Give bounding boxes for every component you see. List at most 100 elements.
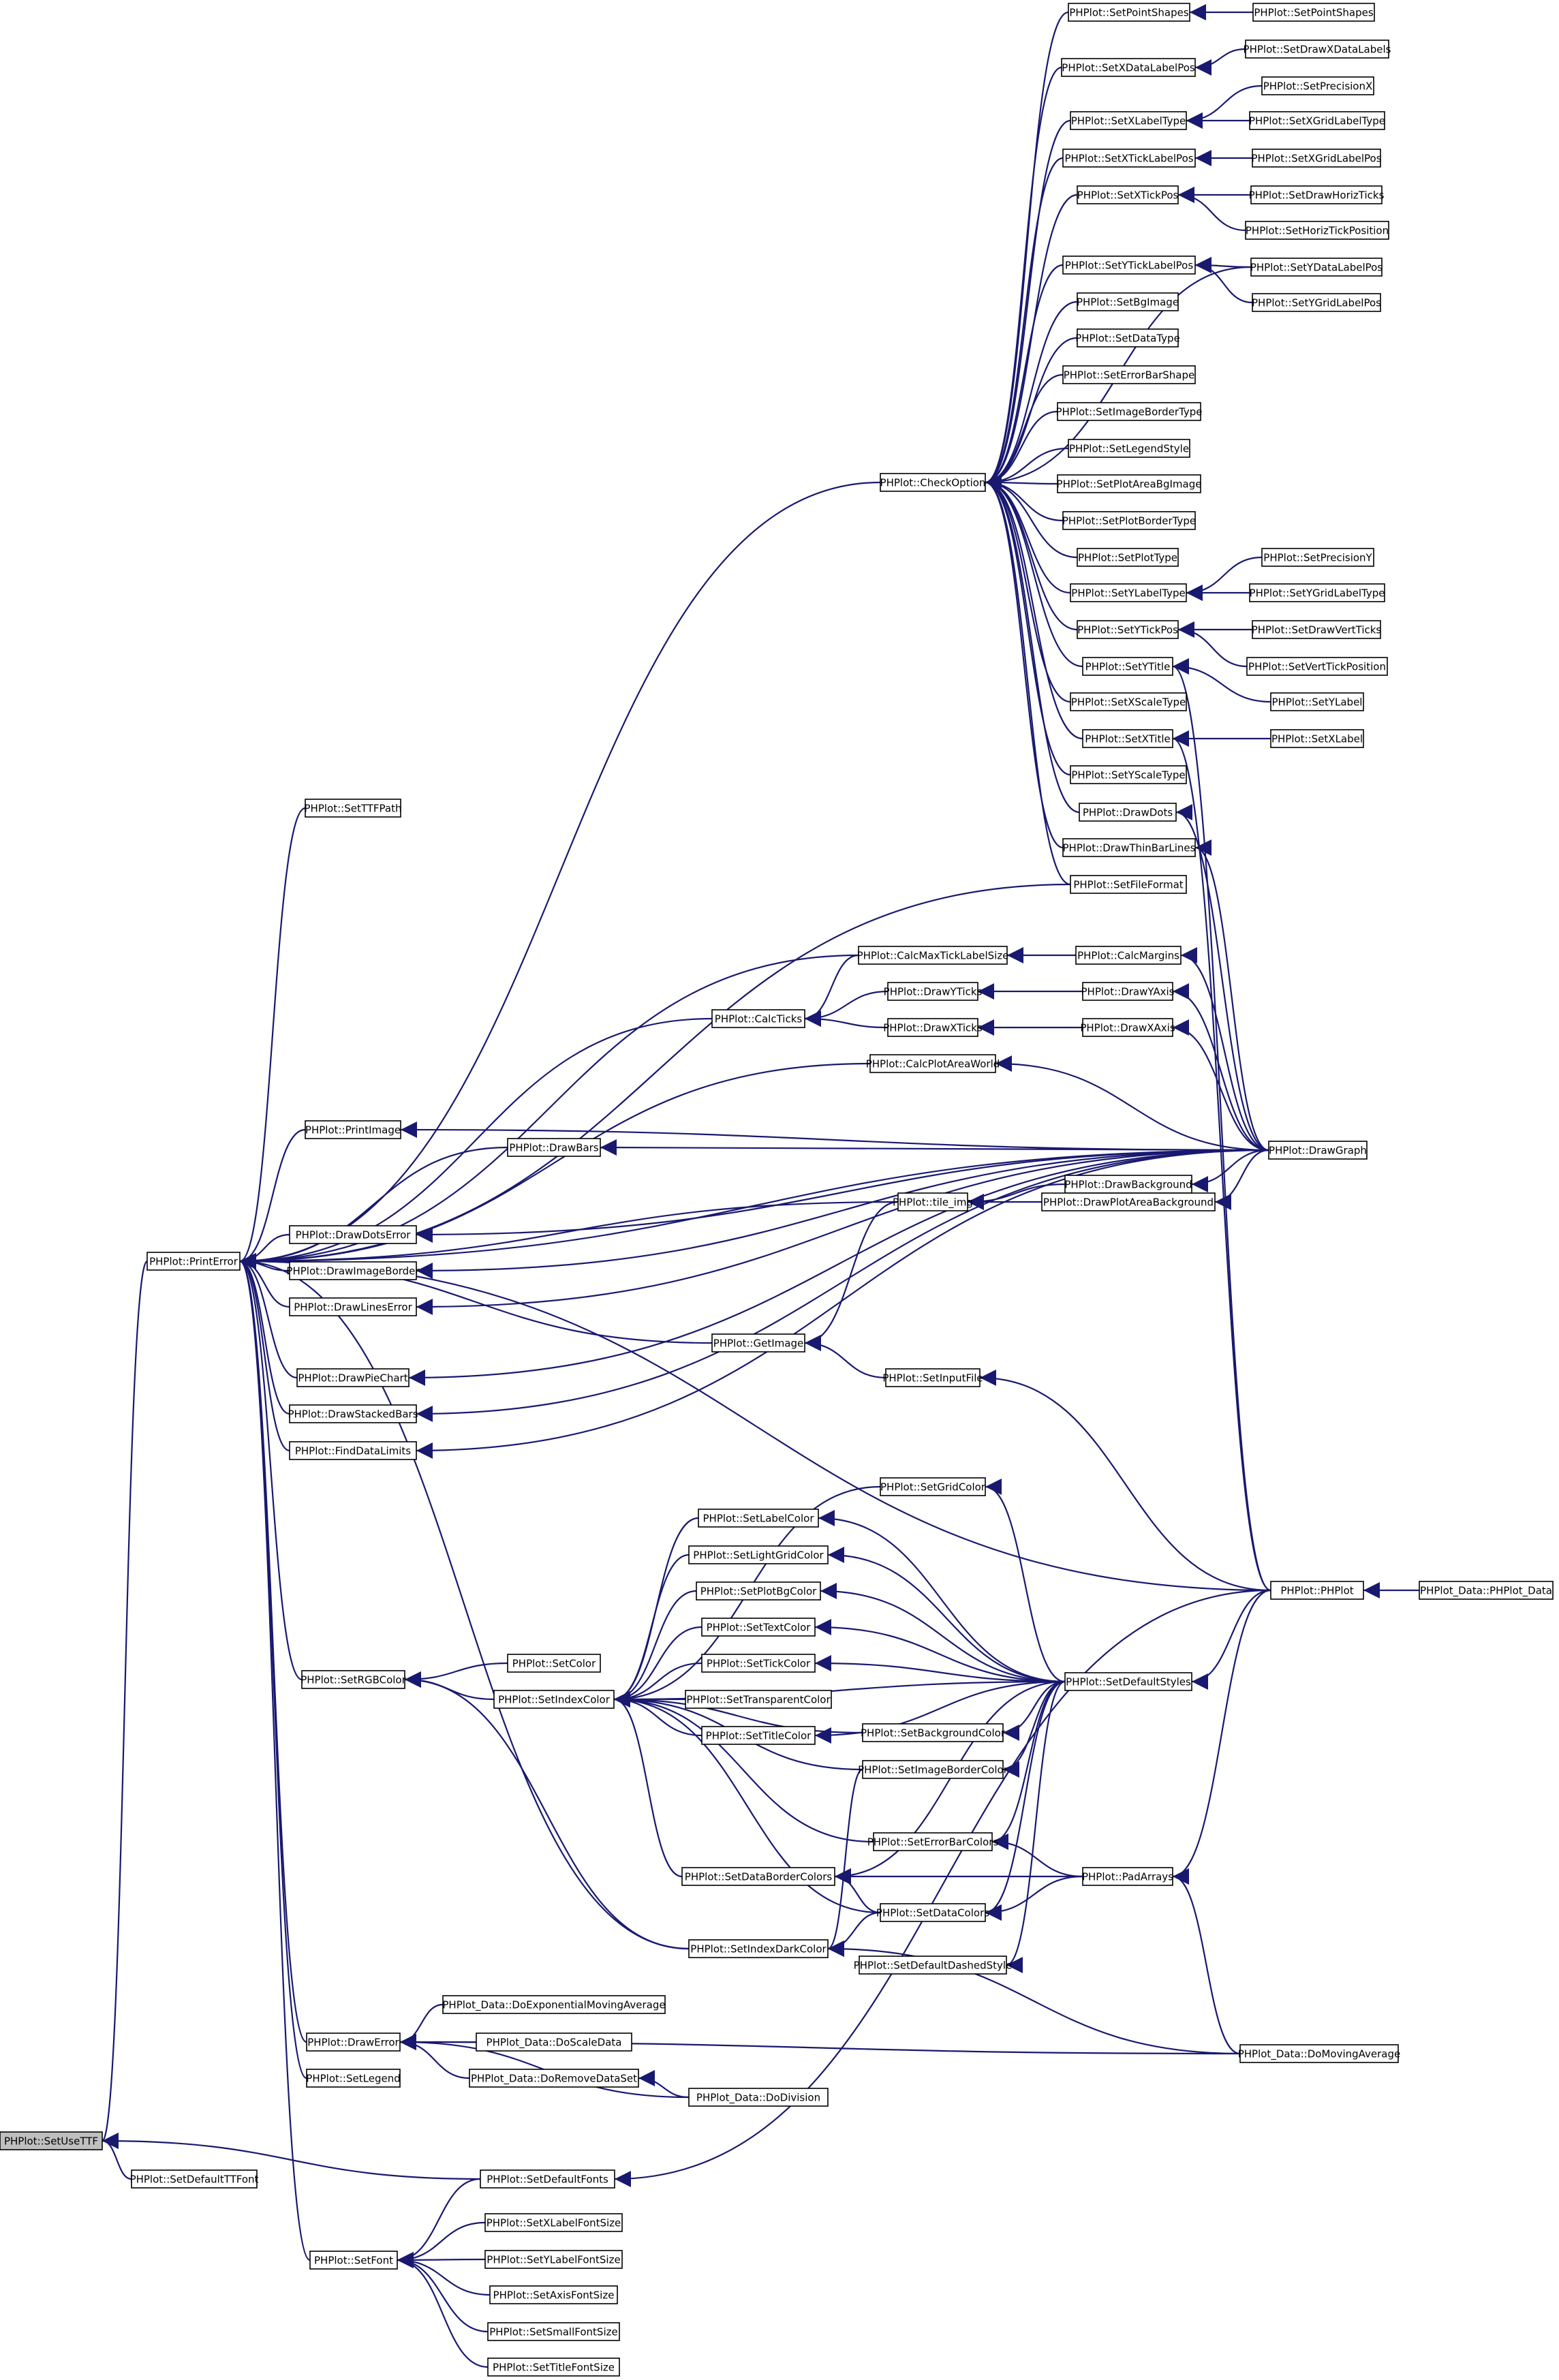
node-printerror[interactable]: PHPlot::PrintError [146, 1252, 241, 1271]
node-setinputfile[interactable]: PHPlot::SetInputFile [882, 1368, 983, 1387]
node-setttfpath[interactable]: PHPlot::SetTTFPath [305, 799, 402, 818]
node-doexponentialmovingaverage[interactable]: PHPlot_Data::DoExponentialMovingAverage [442, 1995, 666, 2014]
node-calcplotareaworld[interactable]: PHPlot::CalcPlotAreaWorld [866, 1054, 1000, 1073]
node-settickcolor[interactable]: PHPlot::SetTickColor [701, 1654, 816, 1673]
node-setverttickposition[interactable]: PHPlot::SetVertTickPosition [1246, 657, 1388, 676]
node-setdefaultdashedstyle[interactable]: PHPlot::SetDefaultDashedStyle [854, 1956, 1013, 1975]
node-setprecisiony[interactable]: PHPlot::SetPrecisionY [1261, 548, 1374, 567]
node-drawdotserror[interactable]: PHPlot::DrawDotsError [289, 1225, 417, 1244]
node-calcticks[interactable]: PHPlot::CalcTicks [711, 1009, 805, 1028]
node-setdefaultstyles[interactable]: PHPlot::SetDefaultStyles [1064, 1672, 1192, 1691]
node-setcolor[interactable]: PHPlot::SetColor [507, 1654, 601, 1673]
node-phplot-data[interactable]: PHPlot_Data::PHPlot_Data [1419, 1581, 1554, 1600]
node-seterrorbarshape[interactable]: PHPlot::SetErrorBarShape [1062, 365, 1196, 384]
node-setylabelfontsize[interactable]: PHPlot::SetYLabelFontSize [484, 2250, 623, 2269]
node-drawimageborder[interactable]: PHPlot::DrawImageBorder [286, 1261, 420, 1280]
node-drawthinbarlines[interactable]: PHPlot::DrawThinBarLines [1062, 838, 1196, 857]
node-setaxisfontsize[interactable]: PHPlot::SetAxisFontSize [489, 2285, 618, 2304]
node-setxlabelfontsize[interactable]: PHPlot::SetXLabelFontSize [484, 2213, 623, 2232]
node-setytitle[interactable]: PHPlot::SetYTitle [1082, 657, 1173, 676]
node-setpointshapes[interactable]: PHPlot::SetPointShapes [1068, 3, 1190, 22]
node-setdrawxdatalabels[interactable]: PHPlot::SetDrawXDataLabels [1244, 40, 1391, 59]
node-setygridlabelpos[interactable]: PHPlot::SetYGridLabelPos [1252, 293, 1381, 312]
node-setlegend[interactable]: PHPlot::SetLegend [306, 2069, 401, 2088]
node-setindexdarkcolor[interactable]: PHPlot::SetIndexDarkColor [688, 1939, 829, 1958]
node-setdatabordercolors[interactable]: PHPlot::SetDataBorderColors [681, 1867, 835, 1886]
node-domovingaverage[interactable]: PHPlot_Data::DoMovingAverage [1238, 2044, 1401, 2063]
node-setplottype[interactable]: PHPlot::SetPlotType [1077, 548, 1179, 567]
node-drawplotareabackground[interactable]: PHPlot::DrawPlotAreaBackground [1041, 1192, 1216, 1211]
node-setylabeltype[interactable]: PHPlot::SetYLabelType [1070, 583, 1187, 602]
node-drawerror[interactable]: PHPlot::DrawError [306, 2033, 401, 2052]
node-setxgridlabeltype[interactable]: PHPlot::SetXGridLabelType [1249, 111, 1385, 130]
node-printimage[interactable]: PHPlot::PrintImage [305, 1120, 401, 1139]
node-setdefaultttfont[interactable]: PHPlot::SetDefaultTTFont [130, 2169, 259, 2189]
node-setimagebordertype[interactable]: PHPlot::SetImageBorderType [1055, 402, 1203, 421]
node-getimage[interactable]: PHPlot::GetImage [711, 1333, 805, 1353]
node-settitlefontsize[interactable]: PHPlot::SetTitleFontSize [487, 2358, 620, 2377]
node-setxlabel[interactable]: PHPlot::SetXLabel [1270, 729, 1364, 748]
node-drawyaxis[interactable]: PHPlot::DrawYAxis [1081, 982, 1175, 1001]
node-drawdots[interactable]: PHPlot::DrawDots [1079, 803, 1177, 822]
node-setyticklabelpos[interactable]: PHPlot::SetYTickLabelPos [1062, 256, 1196, 275]
node-sethoriztickposition[interactable]: PHPlot::SetHorizTickPosition [1245, 221, 1389, 240]
node-drawgraph[interactable]: PHPlot::DrawGraph [1268, 1141, 1368, 1160]
node-drawbackground[interactable]: PHPlot::DrawBackground [1064, 1175, 1192, 1194]
node-drawbars[interactable]: PHPlot::DrawBars [507, 1138, 601, 1157]
node-drawstackedbars[interactable]: PHPlot::DrawStackedBars [288, 1404, 418, 1423]
node-setdatatype[interactable]: PHPlot::SetDataType [1075, 328, 1180, 347]
node-setlabelcolor[interactable]: PHPlot::SetLabelColor [698, 1509, 819, 1528]
node-setplotbgcolor[interactable]: PHPlot::SetPlotBgColor [696, 1581, 821, 1601]
node-setylabel[interactable]: PHPlot::SetYLabel [1270, 692, 1364, 711]
node-drawlineserror[interactable]: PHPlot::DrawLinesError [289, 1297, 417, 1316]
node-setdrawhorizticks[interactable]: PHPlot::SetDrawHorizTicks [1249, 185, 1385, 204]
node-setpointshapes2[interactable]: PHPlot::SetPointShapes [1252, 3, 1375, 22]
node-setusettf[interactable]: PHPlot::SetUseTTF [0, 2131, 103, 2150]
node-phplot[interactable]: PHPlot::PHPlot [1270, 1581, 1364, 1600]
node-setxlabeltype[interactable]: PHPlot::SetXLabelType [1070, 111, 1187, 130]
node-setimagebordercolor[interactable]: PHPlot::SetImageBorderColor [858, 1760, 1008, 1779]
node-setbackgroundcolor[interactable]: PHPlot::SetBackgroundColor [861, 1723, 1006, 1742]
node-setdefaultfonts[interactable]: PHPlot::SetDefaultFonts [480, 2169, 615, 2189]
node-settextcolor[interactable]: PHPlot::SetTextColor [701, 1618, 816, 1637]
node-setxgridlabelpos[interactable]: PHPlot::SetXGridLabelPos [1251, 149, 1382, 168]
node-setxdatalabelpos[interactable]: PHPlot::SetXDataLabelPos [1061, 58, 1196, 77]
node-setplotareabgimage[interactable]: PHPlot::SetPlotAreaBgImage [1057, 474, 1202, 493]
node-setygridlabeltype[interactable]: PHPlot::SetYGridLabelType [1249, 583, 1385, 602]
node-setfileformat[interactable]: PHPlot::SetFileFormat [1070, 875, 1187, 894]
node-calcmaxticklabelsize[interactable]: PHPlot::CalcMaxTickLabelSize [857, 946, 1009, 965]
node-setplotbordertype[interactable]: PHPlot::SetPlotBorderType [1062, 511, 1196, 530]
node-padarrays[interactable]: PHPlot::PadArrays [1082, 1867, 1173, 1886]
node-setdatacolors[interactable]: PHPlot::SetDataColors [876, 1903, 989, 1922]
node-setxtitle[interactable]: PHPlot::SetXTitle [1082, 729, 1173, 748]
node-setsmallfontsize[interactable]: PHPlot::SetSmallFontSize [487, 2322, 620, 2341]
node-doscaledata[interactable]: PHPlot_Data::DoScaleData [476, 2033, 632, 2052]
node-setxscaletype[interactable]: PHPlot::SetXScaleType [1070, 692, 1187, 711]
node-drawxaxis[interactable]: PHPlot::DrawXAxis [1080, 1018, 1175, 1037]
node-drawyticks[interactable]: PHPlot::DrawYTicks [884, 982, 983, 1001]
node-drawpiechart[interactable]: PHPlot::DrawPieChart [296, 1368, 410, 1387]
node-seterrorbarcolors[interactable]: PHPlot::SetErrorBarColors [867, 1832, 999, 1851]
node-setdrawvertticks[interactable]: PHPlot::SetDrawVertTicks [1252, 620, 1382, 639]
node-setgridcolor[interactable]: PHPlot::SetGridColor [880, 1477, 986, 1496]
node-setydatalabelpos[interactable]: PHPlot::SetYDataLabelPos [1250, 258, 1383, 277]
node-setindexcolor[interactable]: PHPlot::SetIndexColor [493, 1690, 615, 1709]
node-setlegendstyle[interactable]: PHPlot::SetLegendStyle [1068, 439, 1190, 458]
node-drawxticks[interactable]: PHPlot::DrawXTicks [883, 1018, 983, 1037]
node-setprecisionx[interactable]: PHPlot::SetPrecisionX [1261, 76, 1374, 95]
node-settitlecolor[interactable]: PHPlot::SetTitleColor [701, 1726, 816, 1745]
node-setbgimage[interactable]: PHPlot::SetBgImage [1077, 292, 1179, 311]
node-setlightgridcolor[interactable]: PHPlot::SetLightGridColor [688, 1545, 829, 1564]
node-dodivision[interactable]: PHPlot_Data::DoDivision [688, 2088, 829, 2107]
node-calcmargins[interactable]: PHPlot::CalcMargins [1075, 946, 1182, 965]
node-setxticklabelpos[interactable]: PHPlot::SetXTickLabelPos [1062, 149, 1196, 168]
node-checkoption[interactable]: PHPlot::CheckOption [880, 473, 986, 492]
node-setytickpos[interactable]: PHPlot::SetYTickPos [1077, 620, 1179, 639]
node-doremovedataset[interactable]: PHPlot_Data::DoRemoveDataSet [469, 2069, 639, 2088]
node-setyscaletype[interactable]: PHPlot::SetYScaleType [1070, 765, 1187, 784]
node-tile-img[interactable]: PHPlot::tile_img [893, 1192, 973, 1211]
node-settransparentcolor[interactable]: PHPlot::SetTransparentColor [685, 1690, 832, 1709]
node-setrgbcolor[interactable]: PHPlot::SetRGBColor [300, 1670, 407, 1689]
node-setxtickpos[interactable]: PHPlot::SetXTickPos [1077, 185, 1179, 204]
node-setfont[interactable]: PHPlot::SetFont [309, 2251, 398, 2270]
